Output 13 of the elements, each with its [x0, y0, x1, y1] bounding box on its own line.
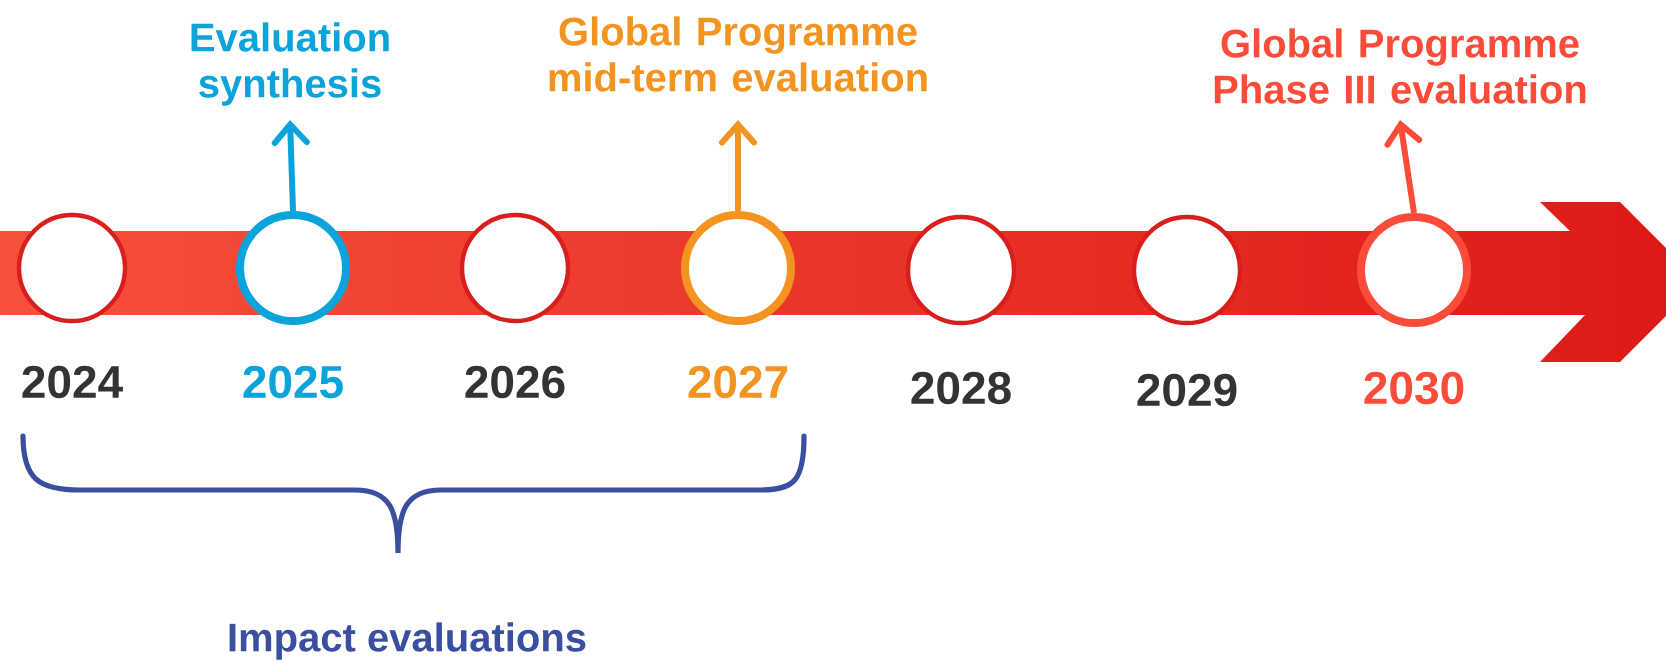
brace-label: Impact evaluations	[229, 622, 586, 660]
year-label: 2028	[911, 371, 1011, 405]
arrow	[271, 120, 310, 212]
year-label: 2027	[688, 365, 788, 399]
milestone-label: Global Programme Phase III evaluation	[1214, 28, 1586, 104]
year-label: 2024	[22, 365, 123, 399]
arrow	[1384, 120, 1423, 214]
year-label: 2025	[243, 365, 343, 399]
year-label: 2029	[1137, 373, 1237, 407]
year-label: 2030	[1364, 371, 1464, 405]
milestone-label: Evaluation synthesis	[191, 22, 389, 106]
milestone-label: Global Programme mid-term evaluation	[549, 16, 927, 92]
year-label: 2026	[465, 365, 565, 399]
